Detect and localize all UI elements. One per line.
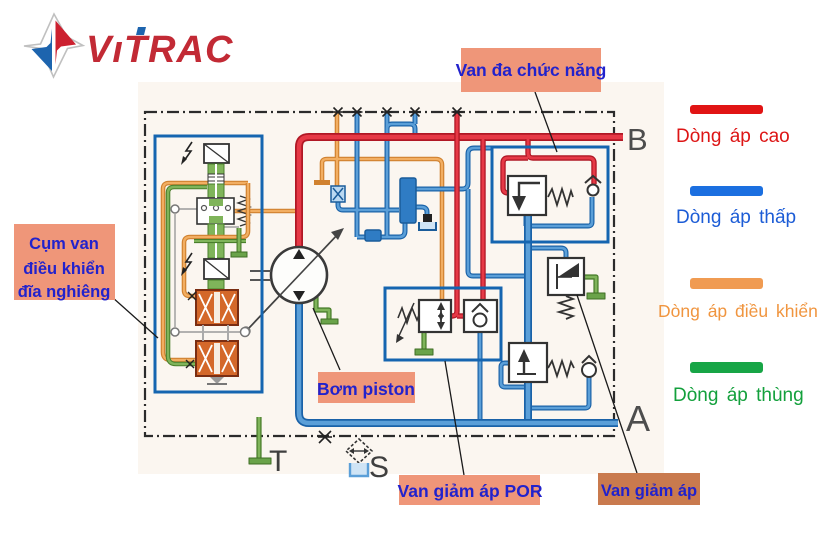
svg-text:Dòng áp thùng: Dòng áp thùng [673, 385, 804, 406]
svg-text:Van giảm áp: Van giảm áp [601, 482, 697, 500]
svg-text:Bơm piston: Bơm piston [317, 379, 415, 399]
svg-text:Cụm van: Cụm van [29, 235, 99, 253]
svg-text:VıTRAC: VıTRAC [86, 29, 233, 71]
svg-text:A: A [626, 398, 650, 439]
svg-text:đĩa nghiêng: đĩa nghiêng [18, 283, 111, 301]
svg-text:Dòng áp điều khiển: Dòng áp điều khiển [658, 301, 818, 321]
svg-text:S: S [369, 451, 389, 484]
svg-text:B: B [627, 122, 648, 157]
svg-text:Van giảm áp POR: Van giảm áp POR [398, 481, 543, 501]
svg-text:Van đa chức năng: Van đa chức năng [456, 60, 607, 80]
svg-text:T: T [269, 445, 287, 478]
svg-text:điều khiển: điều khiển [23, 260, 105, 278]
svg-text:Dòng áp thấp: Dòng áp thấp [676, 207, 796, 228]
svg-text:Dòng áp cao: Dòng áp cao [676, 126, 790, 147]
